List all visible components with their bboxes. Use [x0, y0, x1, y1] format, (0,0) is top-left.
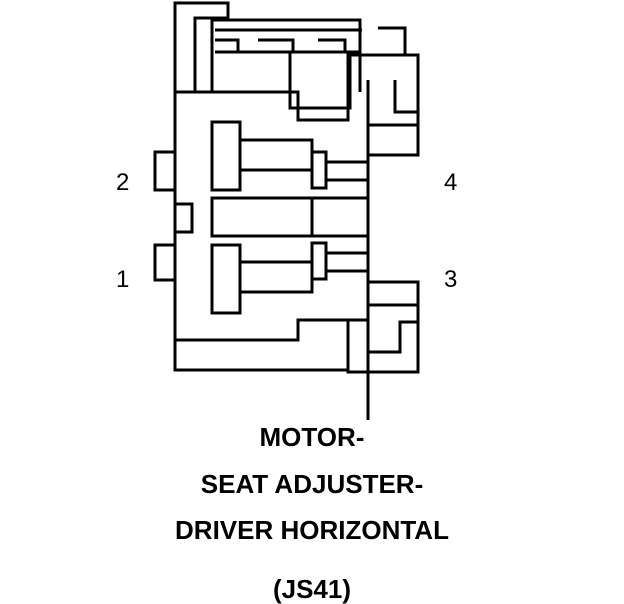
caption-line-2: SEAT ADJUSTER-: [200, 469, 424, 499]
terminal-cavity-4: [310, 150, 370, 190]
terminal-cavity-2: [210, 120, 314, 192]
pin-label-2: 2: [116, 169, 130, 196]
connector-code: (JS41): [272, 574, 352, 604]
pin-label-3: 3: [444, 266, 458, 293]
pin-label-1: 1: [116, 266, 130, 293]
caption-line-3: DRIVER HORIZONTAL: [175, 515, 449, 545]
connector-body: [153, 1, 420, 420]
terminal-cavity-1: [210, 243, 314, 315]
caption-line-1: MOTOR-: [259, 422, 365, 452]
terminal-cavity-3: [310, 241, 370, 281]
center-partition: [210, 196, 370, 238]
pin-label-4: 4: [444, 169, 458, 196]
